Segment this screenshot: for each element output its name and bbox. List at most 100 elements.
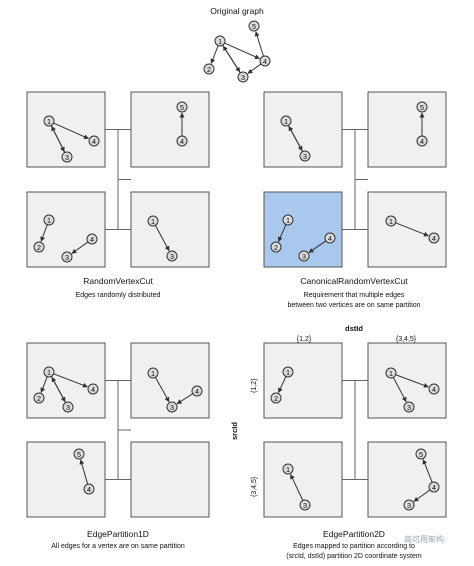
vertex-1: 1 [147,367,159,379]
vertex-5: 5 [416,101,428,113]
svg-text:2: 2 [274,394,278,403]
edge-arrow [51,125,66,153]
dst-id-axis-label: dstId [345,324,363,333]
vertex-3: 3 [299,499,311,511]
edge-arrow [392,377,407,403]
edge-partition-2d-panel-1 [263,342,343,419]
edge-arrow [277,224,287,242]
edge-partition-2d-caption-line1: Edges mapped to partition according to [293,543,415,550]
svg-text:1: 1 [286,216,290,225]
vertex-4: 4 [87,383,99,395]
vertex-1: 1 [214,35,226,47]
svg-text:4: 4 [180,137,184,146]
vertex-4: 4 [428,383,440,395]
edge-arrow [395,374,429,388]
vertex-2: 2 [33,392,45,404]
canonical-random-vertex-cut-title: CanonicalRandomVertexCut [300,276,408,286]
vertex-3: 3 [166,401,178,413]
svg-text:1: 1 [218,37,222,46]
svg-text:3: 3 [170,403,174,412]
canonical-cut-panel-1 [263,91,343,168]
edge-arrow [254,31,264,57]
vertex-1: 1 [43,214,55,226]
svg-text:5: 5 [77,450,81,459]
svg-text:3: 3 [65,253,69,262]
edge-partition-1d-title: EdgePartition1D [87,529,149,539]
svg-text:3: 3 [65,153,69,162]
svg-text:4: 4 [195,387,199,396]
vertex-4: 4 [83,483,95,495]
edge-arrow [53,373,88,388]
canonical-cut-panel-4 [367,191,447,268]
edge-partition-1d-panel-4 [130,441,210,518]
vertex-4: 4 [324,232,336,244]
svg-text:2: 2 [37,243,41,252]
vertex-4: 4 [416,135,428,147]
vertex-4: 4 [428,232,440,244]
watermark-text: 高可用架构 [404,535,444,544]
vertex-3: 3 [61,151,73,163]
svg-text:5: 5 [419,450,423,459]
edge-partition-1d-panel-3 [26,441,106,518]
edge-partition-2d-caption-line2: (srcId, dstId) partition 2D coordinate s… [286,553,422,560]
edge-arrow [395,222,429,237]
vertex-5: 5 [176,101,188,113]
edge-arrow [51,376,67,403]
edge-arrow [155,377,170,403]
vertex-4: 4 [191,385,203,397]
svg-text:5: 5 [420,103,424,112]
svg-text:4: 4 [432,483,436,492]
dst-col-label-1: {1,2} [296,336,312,343]
edge-arrow [154,225,170,252]
vertex-1: 1 [282,463,294,475]
svg-text:2: 2 [37,394,41,403]
svg-text:3: 3 [241,73,245,82]
svg-text:1: 1 [47,368,51,377]
edge-arrow [278,376,287,394]
vertex-3: 3 [299,150,311,162]
vertex-2: 2 [203,63,215,75]
edge-arrow [222,45,241,74]
edge-arrow [71,241,89,254]
vertex-3: 3 [62,401,74,413]
svg-text:2: 2 [274,243,278,252]
svg-text:4: 4 [420,137,424,146]
vertex-4: 4 [428,481,440,493]
svg-text:3: 3 [407,501,411,510]
original-graph-title: Original graph [210,6,264,16]
random-cut-panel-2 [130,91,210,168]
svg-text:4: 4 [92,137,96,146]
edge-arrow [79,459,89,485]
vertex-4: 4 [176,135,188,147]
svg-text:1: 1 [151,369,155,378]
vertex-5: 5 [415,448,427,460]
svg-text:1: 1 [286,368,290,377]
vertex-1: 1 [282,366,294,378]
canonical-cut-panel-2 [367,91,447,168]
edge-arrow [422,459,433,483]
svg-text:1: 1 [286,465,290,474]
vertex-1: 1 [385,215,397,227]
svg-text:3: 3 [303,501,307,510]
vertex-1: 1 [147,215,159,227]
vertex-2: 2 [270,241,282,253]
vertex-3: 3 [403,401,415,413]
vertex-3: 3 [403,499,415,511]
svg-text:4: 4 [87,485,91,494]
vertex-4: 4 [86,233,98,245]
edge-arrow [288,125,304,152]
vertex-3: 3 [166,250,178,262]
vertex-1: 1 [280,115,292,127]
vertex-4: 4 [88,135,100,147]
svg-text:3: 3 [303,152,307,161]
edge-arrow [40,376,48,393]
vertex-5: 5 [248,20,260,32]
svg-text:3: 3 [66,403,70,412]
svg-text:4: 4 [432,234,436,243]
svg-text:2: 2 [207,65,211,74]
svg-text:1: 1 [47,117,51,126]
edge-arrow [210,45,219,64]
svg-text:1: 1 [389,217,393,226]
canonical-caption-line1: Requirement that multiple edges [303,292,405,299]
